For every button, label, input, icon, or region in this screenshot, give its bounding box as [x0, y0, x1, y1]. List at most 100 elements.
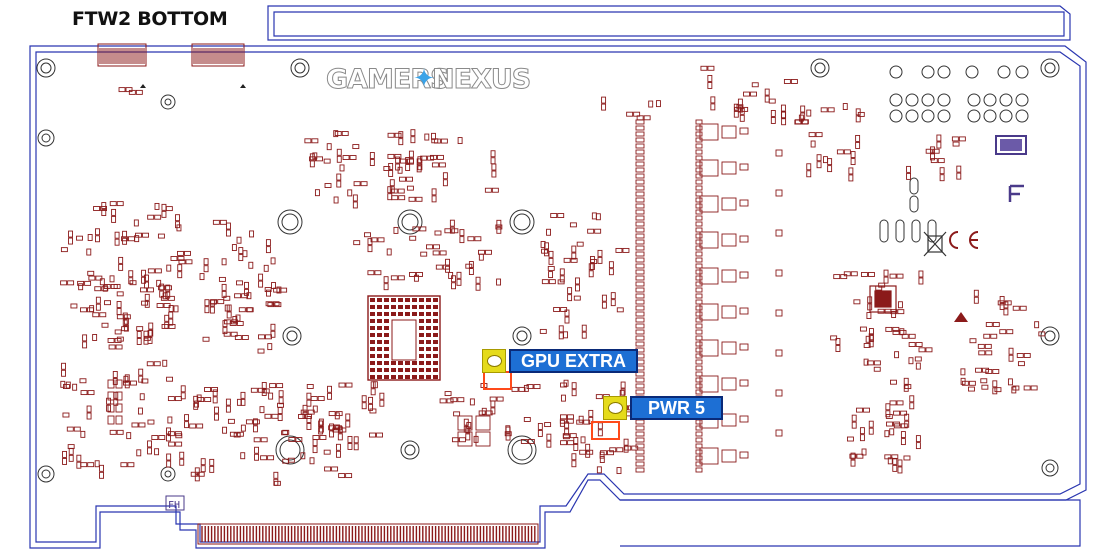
smd-pad	[123, 324, 129, 332]
smd-pad	[815, 132, 823, 138]
vrm-mosfet	[699, 195, 719, 213]
smd-pad	[843, 149, 851, 155]
smd-pad	[335, 425, 343, 431]
smd-pad	[397, 188, 405, 194]
gpu-capacitor	[370, 298, 375, 302]
vrm-pad	[635, 335, 645, 341]
mounting-hole-inner	[40, 62, 52, 74]
mounting-hole-inner	[281, 213, 299, 231]
smd-pad	[116, 429, 124, 435]
callout-gpu-extra[interactable]: GPU EXTRA	[482, 349, 639, 373]
smd-pad	[739, 114, 745, 122]
smd-pad	[204, 306, 210, 314]
via-pad	[1015, 93, 1029, 107]
smd-pad	[859, 434, 865, 442]
smd-pad	[975, 367, 982, 373]
smd-pad	[851, 421, 857, 429]
gpu-capacitor	[398, 368, 403, 372]
vrm-pad	[695, 335, 703, 341]
smd-pad	[780, 104, 786, 112]
vrm-pad	[635, 179, 645, 185]
smd-pad	[616, 447, 624, 453]
smd-pad	[390, 275, 398, 281]
vrm-pad	[739, 451, 749, 459]
smd-pad	[116, 301, 122, 308]
smd-pad	[276, 286, 282, 294]
smd-pad	[901, 333, 909, 339]
smd-pad	[1008, 354, 1014, 362]
smd-pad	[80, 462, 88, 468]
on-logo	[995, 135, 1027, 155]
vrm-pad	[635, 137, 645, 143]
smd-pad	[546, 440, 552, 448]
vrm-pad	[635, 125, 645, 131]
vrm-pad	[739, 343, 749, 351]
smd-pad	[884, 308, 892, 314]
smd-pad	[190, 471, 198, 477]
vrm-pad	[695, 161, 703, 167]
smd-pad	[937, 158, 945, 164]
smd-pad	[179, 458, 185, 466]
smd-pad	[539, 328, 547, 334]
smd-pad	[80, 430, 86, 438]
smd-pad	[548, 279, 556, 285]
smd-pad	[980, 378, 988, 384]
smd-pad	[707, 74, 713, 82]
vrm-pad	[695, 365, 703, 371]
smd-pad	[869, 328, 874, 336]
smd-pad	[67, 280, 75, 286]
smd-pad	[338, 382, 346, 388]
smd-pad	[586, 449, 594, 455]
smd-pad	[212, 389, 218, 397]
smd-pad	[148, 329, 154, 337]
smd-pad	[395, 163, 401, 171]
smd-pad	[903, 377, 909, 385]
gpu-capacitor	[419, 298, 424, 302]
smd-pad	[272, 301, 280, 307]
vrm-pad	[695, 305, 703, 311]
smd-pad	[162, 359, 168, 367]
smd-pad	[168, 311, 174, 319]
smd-pad	[710, 103, 716, 111]
gpu-capacitor	[433, 375, 438, 379]
smd-pad	[280, 287, 288, 293]
smd-pad	[853, 299, 861, 305]
smd-pad	[353, 240, 361, 246]
vrm-pad	[635, 305, 645, 311]
smd-pad	[360, 181, 368, 187]
vrm-pad	[635, 257, 645, 263]
smd-pad	[306, 416, 312, 423]
gpu-capacitor	[433, 312, 438, 316]
smd-pad	[457, 397, 465, 403]
smd-pad	[161, 323, 169, 329]
smd-pad	[806, 109, 812, 117]
smd-pad	[123, 317, 129, 325]
smd-pad	[101, 322, 109, 328]
gpu-capacitor	[433, 368, 438, 372]
smd-pad	[616, 467, 622, 475]
smd-pad	[271, 413, 279, 419]
callout-pwr5[interactable]: PWR 5	[603, 396, 724, 420]
smd-pad	[339, 164, 345, 172]
gpu-capacitor	[405, 305, 410, 309]
smd-pad	[559, 275, 565, 283]
via-pad	[889, 65, 903, 79]
vrm-mosfet	[721, 269, 737, 283]
smd-pad	[203, 265, 209, 273]
smd-pad	[225, 398, 231, 406]
smd-pad	[122, 230, 128, 238]
smd-pad	[877, 308, 885, 314]
smd-pad	[367, 245, 373, 253]
smd-pad	[231, 244, 237, 252]
via-pad	[937, 65, 951, 79]
smd-pad	[420, 155, 428, 161]
smd-pad	[981, 384, 989, 390]
vrm-pad	[635, 281, 645, 287]
smd-pad	[1038, 331, 1046, 337]
smd-pad	[859, 427, 865, 435]
smd-pad	[388, 169, 394, 177]
smd-pad	[73, 426, 81, 432]
smd-pad	[968, 380, 976, 386]
smd-pad	[597, 249, 603, 257]
vrm-pad	[695, 293, 703, 299]
